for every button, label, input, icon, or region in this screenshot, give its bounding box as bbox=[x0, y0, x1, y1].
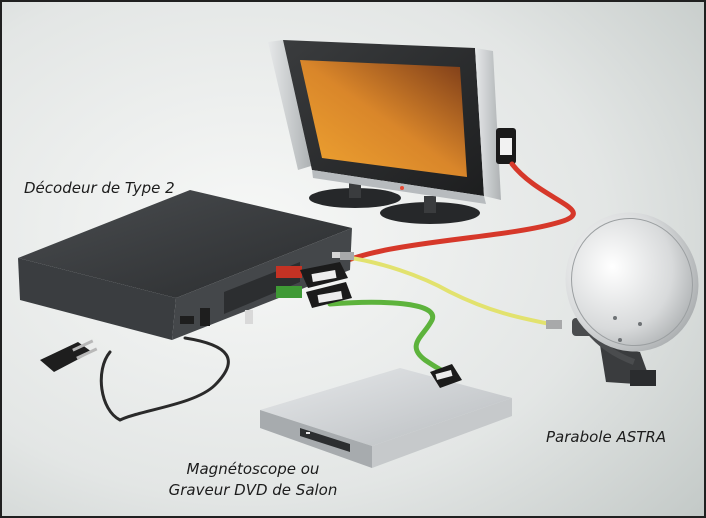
tv-screen bbox=[300, 60, 467, 177]
label-vcr-line2: Graveur DVD de Salon bbox=[168, 481, 338, 499]
power-cable bbox=[99, 336, 230, 422]
label-vcr: Magnétoscope ou Graveur DVD de Salon bbox=[148, 459, 358, 501]
label-vcr-line1: Magnétoscope ou bbox=[186, 460, 320, 478]
label-decoder: Décodeur de Type 2 bbox=[24, 179, 175, 197]
decoder-scart-plugs bbox=[300, 262, 352, 308]
green-scart-cable bbox=[327, 299, 448, 375]
coax-connector-decoder bbox=[340, 252, 354, 260]
satellite-dish bbox=[565, 212, 699, 386]
coax-connector-dish bbox=[546, 320, 562, 329]
power-plug bbox=[40, 339, 98, 372]
label-dish: Parabole ASTRA bbox=[546, 428, 667, 446]
flat-screen-tv bbox=[268, 40, 501, 224]
decoder-box bbox=[18, 190, 352, 340]
vcr-dvd-recorder bbox=[260, 364, 512, 468]
tv-scart-plug bbox=[496, 128, 516, 164]
yellow-coax-cable bbox=[343, 255, 552, 326]
